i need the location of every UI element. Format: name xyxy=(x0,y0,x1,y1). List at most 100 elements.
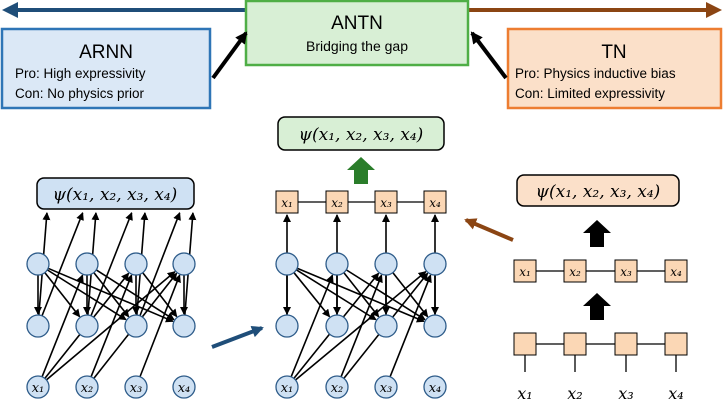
neuron-node xyxy=(423,314,447,338)
edge-in-h1 xyxy=(290,274,334,378)
tensor-node-label: x₂ xyxy=(331,196,343,210)
antn-psi-label: ψ(x₁, x₂, x₃, x₄) xyxy=(299,125,424,145)
mps-tensor-node xyxy=(614,332,638,356)
tn-input-label: x₂ xyxy=(567,384,582,403)
tn-input-label: x₄ xyxy=(668,384,683,403)
edge-h1-h2 xyxy=(295,269,377,321)
input-node xyxy=(374,375,398,399)
tensor-node xyxy=(563,259,587,283)
tensor-node xyxy=(513,259,537,283)
tn-to-antn-brown-arrow xyxy=(464,218,514,242)
edge-h1-h2 xyxy=(47,267,174,323)
tensor-node-label: x₄ xyxy=(429,196,441,210)
arrow-right-icon xyxy=(468,2,722,18)
input-node xyxy=(325,375,349,399)
tn-to-antn-arrow xyxy=(470,31,508,80)
tensor-node-label: x₁ xyxy=(281,196,293,210)
green-up-arrow-icon xyxy=(347,157,375,184)
input-node-label: x₁ xyxy=(32,381,45,396)
tn-input-label: x₁ xyxy=(517,384,532,403)
input-node-label: x₂ xyxy=(81,381,94,396)
tn-psi-label: ψ(x₁, x₂, x₃, x₄) xyxy=(536,182,661,202)
neuron-node xyxy=(75,252,99,276)
neuron-node xyxy=(325,314,349,338)
input-node-label: x₃ xyxy=(380,381,393,396)
input-node xyxy=(75,375,99,399)
neuron-node xyxy=(26,314,50,338)
neuron-node xyxy=(325,252,349,276)
tensor-node xyxy=(664,259,688,283)
edge-h1-h2 xyxy=(44,272,81,318)
neuron-node xyxy=(275,314,299,338)
antn-psi-box xyxy=(277,116,445,151)
neuron-node xyxy=(374,252,398,276)
edge-h2-psi xyxy=(41,212,84,317)
input-node-label: x₄ xyxy=(178,381,191,396)
input-node-label: x₃ xyxy=(130,381,143,396)
input-node xyxy=(124,375,148,399)
tensor-node-label: x₄ xyxy=(670,265,682,279)
arnn-psi-box xyxy=(36,177,195,210)
tensor-node xyxy=(325,190,349,214)
neuron-node xyxy=(172,252,196,276)
input-node xyxy=(423,375,447,399)
arnn-to-antn-arrow xyxy=(211,31,248,80)
tn-pro: Pro: Physics inductive bias xyxy=(515,66,676,81)
tensor-node-label: x₁ xyxy=(519,265,531,279)
antn-network: x₁ x₂ x₃ x₄ x₁ x₂ x₃ x₄ xyxy=(275,190,447,399)
tensor-node-label: x₃ xyxy=(620,265,632,279)
neuron-node xyxy=(275,252,299,276)
input-node xyxy=(26,375,50,399)
arnn-pro: Pro: High expressivity xyxy=(15,66,146,81)
edge-in-h1 xyxy=(41,274,84,378)
antn-subtitle: Bridging the gap xyxy=(306,38,408,54)
arnn-network: x₁ x₂ x₃ x₄ xyxy=(26,211,197,399)
black-up-arrow-icon-top xyxy=(583,220,611,247)
edge-in-h1 xyxy=(45,271,176,381)
input-node-label: x₄ xyxy=(429,381,442,396)
mps-tensor-node xyxy=(563,332,587,356)
edge-h1-h2 xyxy=(293,272,331,318)
tensor-node xyxy=(614,259,638,283)
input-node-label: x₁ xyxy=(281,381,294,396)
arnn-to-antn-blue-arrow xyxy=(211,325,264,349)
tensor-node xyxy=(275,190,299,214)
arnn-con: Con: No physics prior xyxy=(15,86,145,101)
input-node xyxy=(172,375,196,399)
edge-h1-h2 xyxy=(296,267,425,323)
tn-con: Con: Limited expressivity xyxy=(515,86,665,101)
edge-in-h1 xyxy=(294,271,427,381)
arnn-box: ARNN Pro: High expressivity Con: No phys… xyxy=(0,27,212,110)
antn-title: ANTN xyxy=(331,13,383,34)
arnn-psi-label: ψ(x₁, x₂, x₃, x₄) xyxy=(53,185,178,205)
neuron-node xyxy=(124,252,148,276)
neuron-node xyxy=(374,314,398,338)
tensor-node-label: x₂ xyxy=(569,265,581,279)
tensor-node-label: x₃ xyxy=(380,196,392,210)
edge-h1-h2 xyxy=(392,272,429,318)
neuron-node xyxy=(172,314,196,338)
tn-title: TN xyxy=(601,42,626,63)
mps-tensor-node xyxy=(513,332,537,356)
tn-box: TN Pro: Physics inductive bias Con: Limi… xyxy=(506,27,723,110)
tn-psi-box xyxy=(516,174,680,207)
arnn-title: ARNN xyxy=(79,42,133,63)
mps-tensor-node xyxy=(664,332,688,356)
edge-h2-psi xyxy=(90,212,133,317)
edge-h1-h2 xyxy=(46,269,127,321)
edge-h2-psi xyxy=(139,211,181,317)
tensor-node xyxy=(374,190,398,214)
neuron-node xyxy=(124,314,148,338)
black-up-arrow-icon-bottom xyxy=(583,293,611,320)
neuron-node xyxy=(75,314,99,338)
input-node-label: x₂ xyxy=(331,381,344,396)
tensor-node xyxy=(423,190,447,214)
neuron-node xyxy=(26,252,50,276)
arrow-left-icon xyxy=(2,2,245,18)
edge-in-h1 xyxy=(139,274,181,378)
input-node xyxy=(275,375,299,399)
antn-box: ANTN Bridging the gap xyxy=(244,0,470,67)
